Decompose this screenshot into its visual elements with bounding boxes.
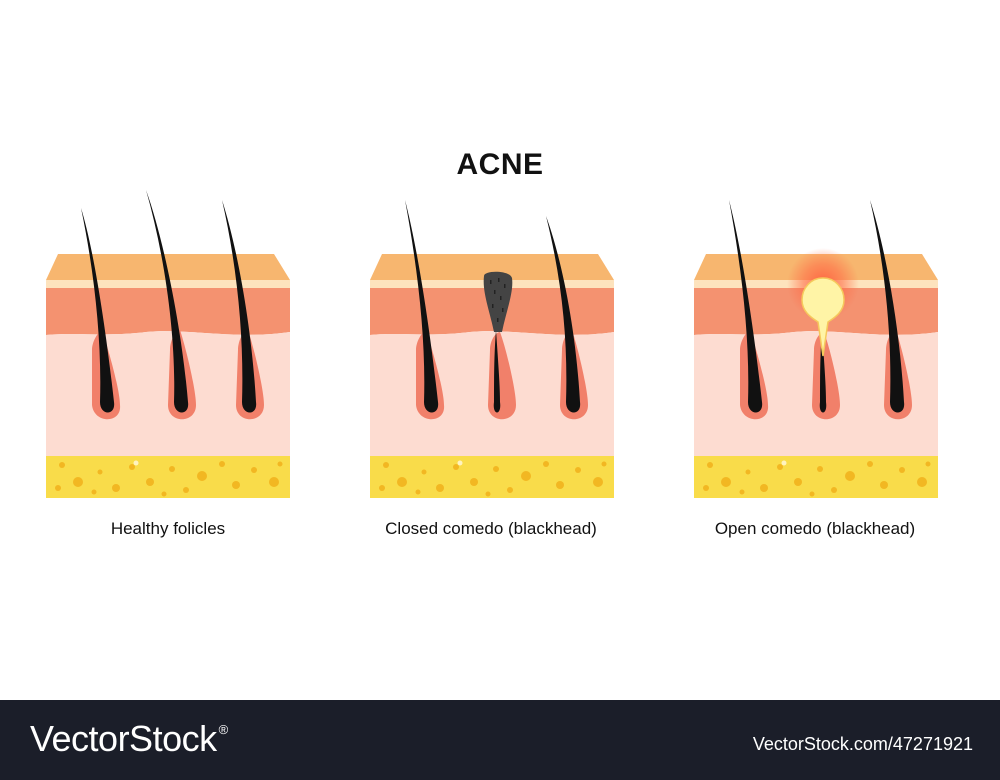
fat-dots: [379, 461, 607, 497]
subcutaneous-fat-layer: [694, 456, 938, 498]
fat-dots: [703, 461, 931, 497]
hair-follicle: [729, 200, 769, 420]
subcutaneous-fat-layer: [46, 456, 290, 498]
hair-follicle: [405, 200, 445, 420]
comedo-follicle: [483, 271, 516, 420]
hair-follicle: [870, 200, 912, 420]
epidermis-top-layer: [370, 254, 614, 280]
pus-bulb: [801, 277, 845, 357]
fat-dots: [55, 461, 283, 497]
hair-follicle: [546, 216, 588, 420]
inflamed-follicle: [787, 248, 859, 420]
watermark-footer: VectorStock® VectorStock.com/47271921: [0, 700, 1000, 780]
hair-follicle: [146, 190, 196, 420]
skin-panel-healthy: [46, 190, 290, 498]
registered-mark: ®: [218, 722, 229, 737]
skin-panel-open-comedo: [694, 200, 938, 498]
brand-name: VectorStock: [30, 718, 217, 759]
brand-logo: VectorStock®: [30, 718, 228, 760]
hair-follicle: [81, 208, 121, 420]
diagram-canvas: ACNE: [46, 148, 938, 538]
dermis-upper-layer: [46, 288, 290, 335]
subcutaneous-fat-layer: [370, 456, 614, 498]
skin-panel-closed-comedo: [370, 200, 614, 498]
caption-healthy-follicles: Healthy folicles: [110, 519, 226, 538]
caption-open-comedo: Open comedo (blackhead): [714, 519, 916, 538]
diagram-title: ACNE: [456, 148, 544, 181]
hair-follicle: [222, 200, 264, 420]
caption-closed-comedo: Closed comedo (blackhead): [385, 519, 597, 538]
epidermis-top-layer: [46, 254, 290, 280]
image-id-text: VectorStock.com/47271921: [752, 734, 973, 754]
